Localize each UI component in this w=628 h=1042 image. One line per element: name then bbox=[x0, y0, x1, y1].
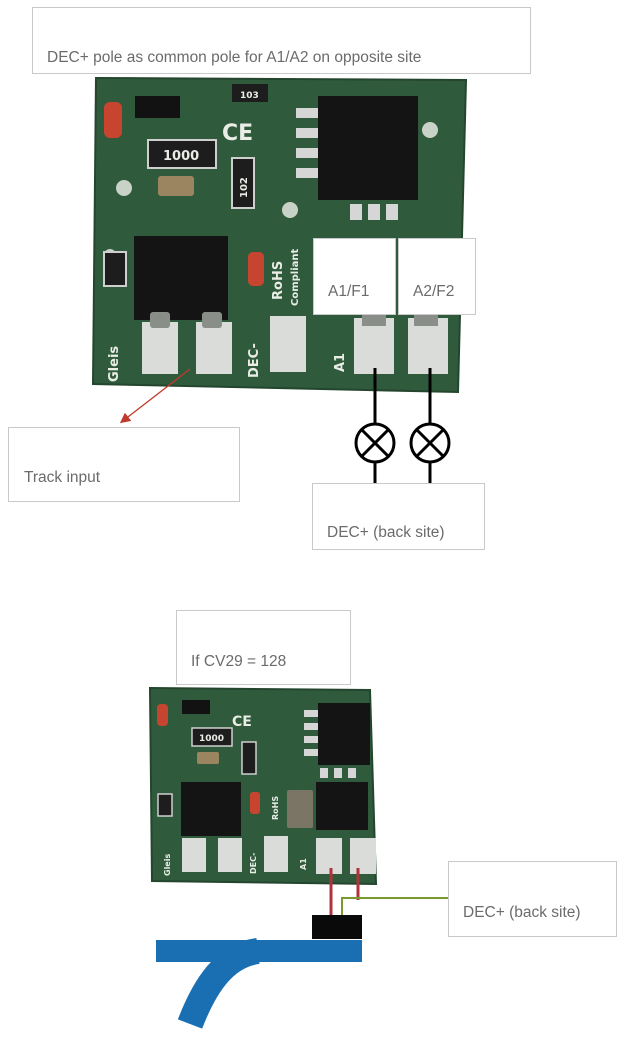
rohs-mark: RoHS bbox=[271, 261, 286, 300]
track-rail-icon bbox=[156, 938, 362, 1029]
cv29-note: If CV29 = 128 bbox=[191, 653, 287, 670]
a1-mark: A1 bbox=[333, 353, 348, 372]
svg-text:Gleis: Gleis bbox=[163, 854, 172, 876]
svg-text:RoHS: RoHS bbox=[271, 796, 280, 820]
header-note-text: DEC+ pole as common pole for A1/A2 on op… bbox=[47, 49, 422, 66]
svg-text:CE: CE bbox=[232, 714, 252, 730]
a1-f1-label: A1/F1 bbox=[328, 283, 370, 300]
dec-back-box-bottom: DEC+ (back site) bbox=[448, 861, 617, 937]
decoder-board-bottom: CE 1000 RoHS Gleis DEC- A1 bbox=[148, 686, 378, 886]
decoder-board-top: 103 CE 1000 102 RoHS Compliant bbox=[91, 76, 468, 394]
track-input-label: Track input bbox=[24, 469, 101, 486]
gleis-mark: Gleis bbox=[107, 346, 122, 382]
res-102-label: 102 bbox=[239, 177, 250, 198]
cv29-note-box: If CV29 = 128 bbox=[176, 610, 351, 685]
svg-text:1000: 1000 bbox=[199, 734, 224, 744]
dec-plus-wire bbox=[341, 897, 450, 918]
dec-back-label-bottom: DEC+ (back site) bbox=[463, 904, 581, 921]
svg-text:A1: A1 bbox=[299, 858, 308, 870]
compliant-mark: Compliant bbox=[290, 248, 301, 306]
a1-f1-label-box: A1/F1 bbox=[313, 238, 396, 315]
dec-back-label-top: DEC+ (back site) bbox=[327, 524, 445, 541]
res-103-top-label: 103 bbox=[240, 91, 259, 101]
signal-wires bbox=[329, 868, 360, 918]
a2-f2-label: A2/F2 bbox=[413, 283, 455, 300]
svg-text:DEC-: DEC- bbox=[249, 853, 258, 874]
signal-connector-block bbox=[312, 915, 362, 939]
lamp-a2-icon bbox=[409, 422, 451, 464]
dec-back-box-top: DEC+ (back site) bbox=[312, 483, 485, 550]
lamp-a1-icon bbox=[354, 422, 396, 464]
dec-minus-mark: DEC- bbox=[247, 343, 262, 378]
header-note-box: DEC+ pole as common pole for A1/A2 on op… bbox=[32, 7, 531, 74]
a2-f2-label-box: A2/F2 bbox=[398, 238, 476, 315]
track-input-arrow bbox=[119, 368, 191, 424]
res-1000-label: 1000 bbox=[163, 149, 199, 164]
lamp-wiring-top bbox=[373, 368, 432, 484]
track-input-box: Track input bbox=[8, 427, 240, 502]
ce-mark: CE bbox=[222, 121, 253, 146]
